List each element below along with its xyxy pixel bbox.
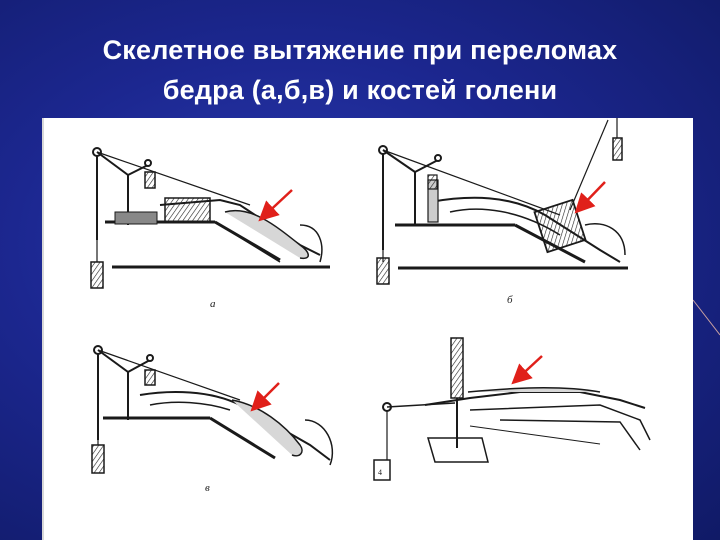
panel-a-label: а xyxy=(210,298,216,310)
panel-v-label: в xyxy=(205,482,210,494)
panel-a-drawing xyxy=(90,147,330,289)
red-arrow-icon xyxy=(258,189,293,222)
slide-title-line-2: бедра (а,б,в) и костей голени xyxy=(162,75,558,105)
panel-v-drawing xyxy=(91,345,334,474)
slide-title: Скелетное вытяжение при переломах бедра … xyxy=(0,30,720,110)
panel-b-drawing xyxy=(376,118,628,285)
slide-title-line-1: Скелетное вытяжение при переломах xyxy=(102,35,618,65)
red-arrow-icon xyxy=(250,382,280,412)
panel-g-drawing xyxy=(373,337,651,481)
weight-label: 4 xyxy=(378,468,382,477)
red-arrow-icon xyxy=(511,355,543,385)
panel-b-label: б xyxy=(507,294,513,306)
red-arrow-icon xyxy=(574,181,606,214)
panel-left-edge xyxy=(42,118,44,540)
